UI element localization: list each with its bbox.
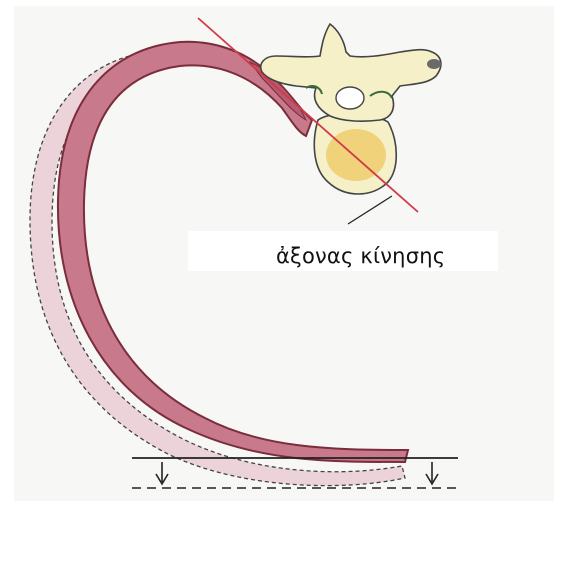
axis-of-motion-label: ἀξονας κίνησης [276,244,445,268]
vertebral-body-core [326,129,386,181]
transverse-process-tip-right [427,59,441,69]
vertebral-foramen [336,87,364,109]
